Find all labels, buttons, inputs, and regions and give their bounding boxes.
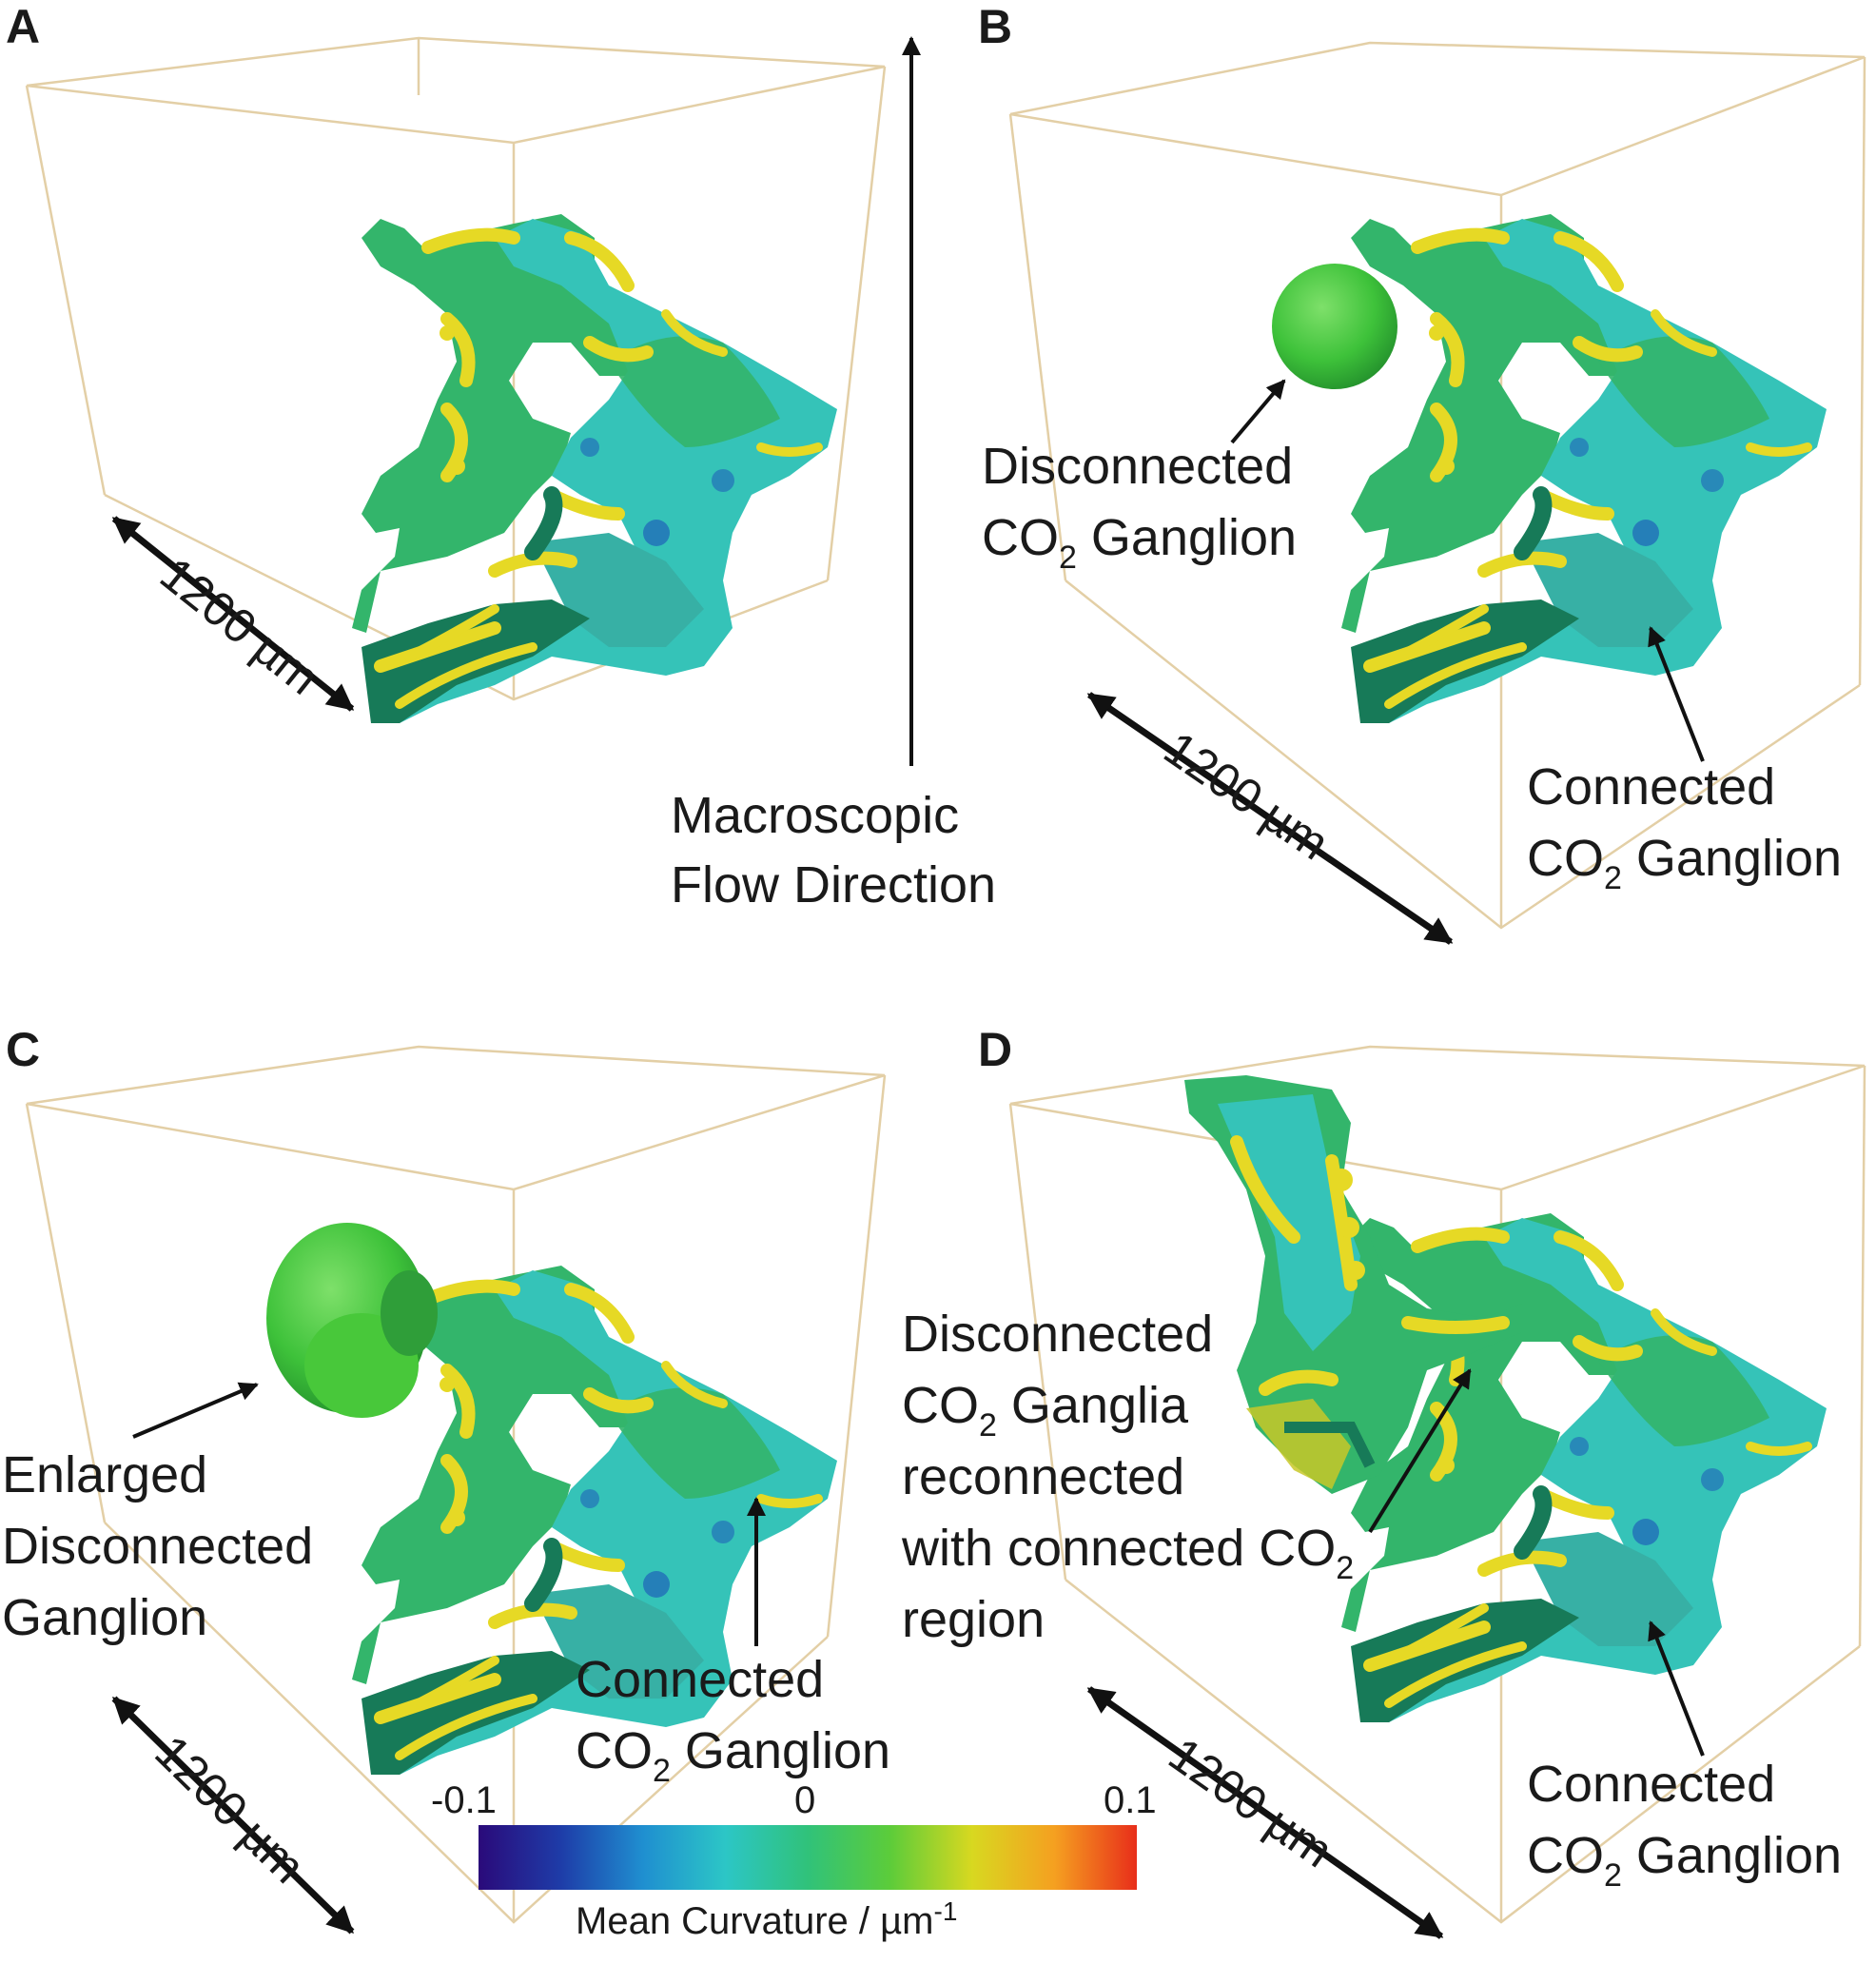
panel-c-connected-line2: CO2 Ganglion [576, 1722, 890, 1789]
panel-b-connected-ganglion [1341, 214, 1827, 723]
panel-d-reconnected-line5: region [902, 1591, 1045, 1648]
panel-d-reconnected-line2: CO2 Ganglia [902, 1377, 1189, 1444]
panel-d-reconnected-ganglia [1184, 1075, 1522, 1494]
panel-d-connected-line2: CO2 Ganglion [1527, 1827, 1842, 1894]
panel-d-connected-ganglion [1341, 1213, 1827, 1722]
panel-a-scale-label: 1200 µm [150, 547, 329, 705]
panel-b-scale-label: 1200 µm [1155, 721, 1339, 871]
panel-b: B Disconnected CO2 Ganglion Connected CO… [978, 0, 1866, 945]
colorbar-mid-label: 0 [794, 1779, 815, 1821]
colorbar-title: Mean Curvature / µm-1 [576, 1896, 957, 1942]
flow-label-line2: Flow Direction [671, 856, 996, 913]
panel-b-disconnected-pointer [1230, 379, 1286, 444]
panel-c-enlarged-ganglion [266, 1223, 438, 1418]
panel-c-enlarged-line3: Ganglion [2, 1589, 207, 1646]
panel-b-disconnected-ganglion [1272, 264, 1397, 389]
panel-d-reconnected-pointer [1368, 1368, 1472, 1534]
panel-b-connected-line1: Connected [1527, 758, 1775, 815]
panel-b-disconnected-line2: CO2 Ganglion [982, 509, 1297, 576]
colorbar: -0.1 0 0.1 Mean Curvature / µm-1 [431, 1779, 1157, 1942]
panel-d-letter: D [978, 1023, 1012, 1076]
panel-b-letter: B [978, 0, 1012, 53]
panel-a: A 1200 µm Macroscopic Flow Direction [6, 0, 996, 913]
panel-b-disconnected-line1: Disconnected [982, 438, 1293, 495]
panel-c-scale-label: 1200 µm [145, 1725, 315, 1894]
colorbar-max-label: 0.1 [1104, 1779, 1157, 1821]
panel-b-connected-line2: CO2 Ganglion [1527, 830, 1842, 896]
panel-b-connected-pointer [1648, 626, 1705, 762]
panel-d-scale-label: 1200 µm [1160, 1727, 1342, 1877]
panel-c-letter: C [6, 1023, 40, 1076]
flow-label-line1: Macroscopic [671, 787, 959, 844]
panel-a-scale-arrow: 1200 µm [111, 516, 355, 712]
panel-d-connected-pointer [1648, 1621, 1705, 1757]
panel-a-connected-ganglion [352, 214, 837, 723]
panel-d-connected-line1: Connected [1527, 1756, 1775, 1813]
panel-b-scale-arrow: 1200 µm [1086, 692, 1454, 945]
panel-c: C Enlarged Disconnected Ganglion Connect… [2, 1023, 890, 1935]
panel-c-scale-arrow: 1200 µm [111, 1696, 355, 1935]
panel-c-connected-line1: Connected [576, 1651, 824, 1708]
panel-c-enlarged-line2: Disconnected [2, 1518, 313, 1575]
panel-c-enlarged-pointer [132, 1382, 259, 1439]
panel-d-reconnected-line1: Disconnected [902, 1306, 1213, 1363]
panel-d: D Disconnected CO2 Ganglia reconnected w… [901, 1023, 1866, 1939]
panel-a-letter: A [6, 0, 40, 53]
panel-c-enlarged-line1: Enlarged [2, 1446, 207, 1503]
panel-d-reconnected-line4: with connected CO2 [901, 1520, 1354, 1586]
colorbar-bar [479, 1825, 1137, 1890]
panel-d-reconnected-line3: reconnected [902, 1448, 1184, 1505]
colorbar-min-label: -0.1 [431, 1779, 497, 1821]
